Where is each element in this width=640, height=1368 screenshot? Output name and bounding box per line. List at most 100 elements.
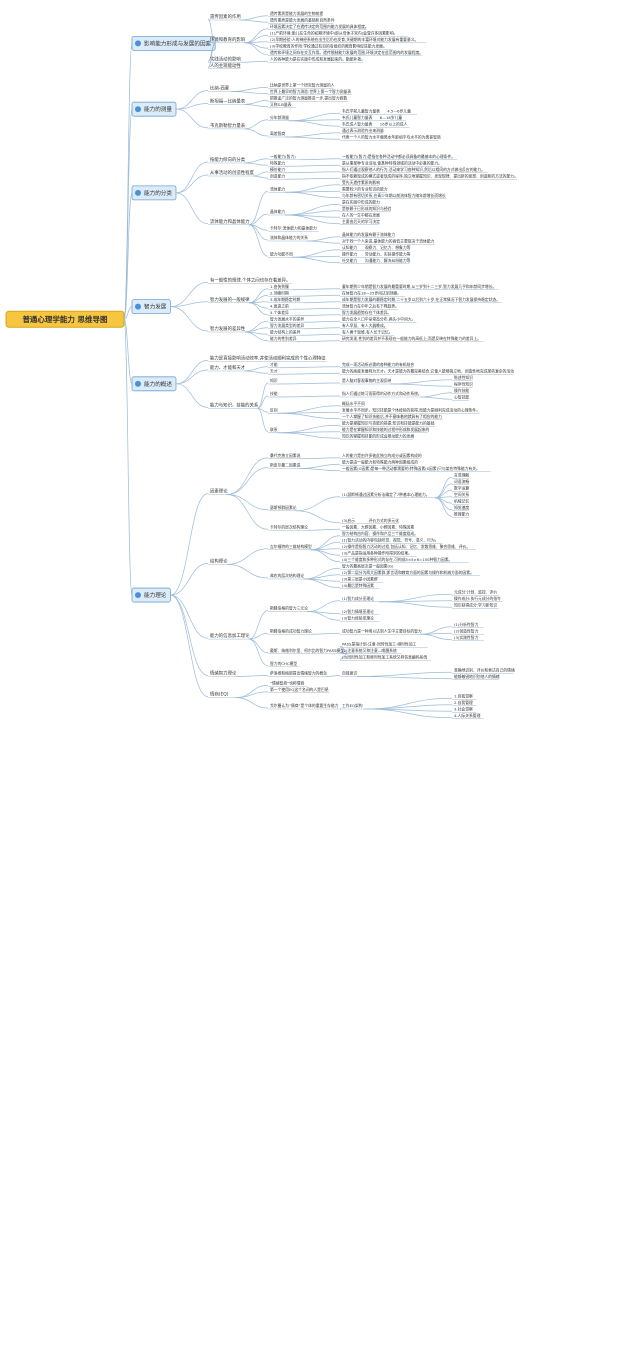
mind-map-node[interactable]: 卡特尔的层次结构理论: [268, 524, 308, 531]
mind-map-node[interactable]: 晶体能力的发展有赖于流体能力: [340, 232, 395, 239]
mind-map-node[interactable]: 情商(EQ): [208, 691, 236, 698]
mind-map-node[interactable]: 言语理解: [452, 472, 469, 479]
mind-map-node[interactable]: 特殊能力: [268, 160, 285, 167]
mind-map-node[interactable]: 遗传和环境之间存在交互作用。遗传限制能力发展的范围,环境决定在此范围内的发展程度…: [268, 50, 423, 57]
mind-map-node[interactable]: 受先天遗传素质的影响: [340, 180, 380, 187]
mind-map-node[interactable]: (2)智力情境亚理论: [340, 609, 380, 616]
mind-map-node[interactable]: (1)智力活动的内容包括听觉、视觉、符号、语义、行为。: [340, 537, 443, 544]
mind-map-node[interactable]: 成年期是智力发展的最稳定时期,二十五岁以后到六十岁,在正常情况下智力发展保持稳定…: [340, 297, 503, 304]
mind-map-node[interactable]: 需要较少的专业知识的能力: [340, 186, 388, 193]
mind-map-node[interactable]: 一个人掌握了知识技能后,并不意味着他就具有了相应的能力: [340, 414, 443, 421]
mind-map-node[interactable]: (1)智力成分亚理论: [340, 596, 380, 603]
mind-map-node[interactable]: 心智技能: [452, 394, 469, 401]
mind-map-node[interactable]: 能力结构上的差异: [268, 329, 301, 336]
mind-map-node[interactable]: (2)操作是指智力活动的过程,包括认知、记忆、发散思维、聚合思维、评价。: [340, 544, 477, 551]
mind-map-node[interactable]: 2.顶峰时期: [268, 290, 293, 297]
mind-map-node[interactable]: 才能: [268, 362, 278, 369]
mind-map-node[interactable]: 人的各种能力是在实践中形成和发展起来的。勤能补拙。: [268, 56, 365, 63]
mind-map-node[interactable]: 流体智力在中年之后有下降趋势。: [340, 303, 399, 310]
mind-map-node[interactable]: 能够敏锐地识别他人的情绪: [452, 674, 500, 681]
mind-map-node[interactable]: 社交能力沟通能力、解决纠纷能力等: [340, 258, 411, 265]
mind-map-node[interactable]: 完成一项活动所必需的各种能力的有机结合: [340, 362, 414, 369]
mind-map-node[interactable]: 操作成分:执行元成分的指令: [452, 596, 503, 603]
mind-map-node[interactable]: (4)三个维度和多种形式的存在,可构成5×5×6=150种智力因素。: [340, 557, 469, 564]
mind-map-node[interactable]: 戈尔曼认为“情商”是个体的重要生存能力: [268, 703, 341, 710]
mind-map-node[interactable]: 晶体能力: [268, 209, 285, 216]
mind-map-node[interactable]: 与年龄有密切关系,在青少年期以前流体智力随年龄增长而增长: [340, 193, 447, 200]
mind-map-node[interactable]: 词语流畅: [452, 479, 469, 486]
mind-map-node[interactable]: 人的能力是由许多彼此独立的成分或因素构成的: [340, 453, 422, 460]
mind-map-node[interactable]: 在人的一生中都在发展: [340, 212, 380, 219]
mind-map-node[interactable]: (2)第二层分为两大因素群,即言语和教育方面的因素与操作和机械方面的因素。: [340, 570, 480, 577]
branch-node[interactable]: 能力的分类: [131, 185, 177, 201]
mind-map-node[interactable]: 能力的高度发展称为天才。天才是能力的最完美结合,它使人能够独立地、创造性地完成某…: [340, 368, 514, 375]
mind-map-node[interactable]: 程序性知识: [452, 381, 473, 388]
mind-map-node[interactable]: 能力的性别差异: [268, 336, 297, 343]
mind-map-node[interactable]: 情绪智力理论: [208, 670, 237, 677]
mind-map-node[interactable]: (3)产品是指运用各种操作所得到的结果。: [340, 550, 417, 557]
root-node[interactable]: 普通心理学能力 思维导图: [5, 310, 125, 328]
mind-map-node[interactable]: 概括水平不同: [340, 401, 365, 408]
mind-map-node[interactable]: 能力是直接影响活动效率,并使活动顺利完成的个性心理特征: [208, 354, 327, 362]
mind-map-node[interactable]: 4.衰退之前: [268, 303, 293, 310]
mind-map-node[interactable]: 操作技能: [452, 388, 469, 395]
mind-map-node[interactable]: 一般能力(智力)是指在各种活动中都必须具备的最基本的心理条件。: [340, 154, 458, 161]
mind-map-node[interactable]: (2)早期经验:人的神经系统在出生后仍在发育,关键期的丰富环境对能力发展有重要意…: [268, 37, 427, 44]
mind-map-node[interactable]: 是人脑对客观事物的主观反映: [340, 378, 392, 385]
mind-map-node[interactable]: 童年期到少年期是智力发展的最重要时期,从三岁到十二三岁,智力发展几乎和年龄同步增…: [340, 284, 499, 291]
mind-map-node[interactable]: 发展水平不同步。知识技能是个体经验的获得,而能力是顺利完成活动的心理条件。: [340, 407, 480, 414]
mind-map-node[interactable]: 比纳是世界上第一个研究智力测量的人: [268, 82, 335, 89]
mind-map-node[interactable]: (4)最后是特殊因素: [340, 583, 380, 590]
mind-map-node[interactable]: 知觉速度: [452, 505, 469, 512]
mind-map-node[interactable]: 1.由快到慢: [268, 284, 293, 291]
mind-map-node[interactable]: 研究发现,性别的差异并不表现在一般能力的高低上,而是反映在特殊能力的差异上。: [340, 336, 484, 343]
mind-map-node[interactable]: 联系: [268, 427, 278, 434]
mind-map-node[interactable]: 遗传素质是能力发展的生物前提: [268, 11, 323, 18]
mind-map-node[interactable]: 遗传因素的作用: [208, 13, 241, 21]
mind-map-node[interactable]: 斯坦福—比纳量表: [208, 98, 246, 105]
branch-node[interactable]: 能力理论: [131, 587, 171, 603]
mind-map-node[interactable]: 卡特尔:流体能力和晶体能力: [268, 225, 319, 232]
mind-map-node[interactable]: 区别: [268, 407, 278, 414]
mind-map-node[interactable]: 能力的信息加工理论: [208, 632, 250, 640]
mind-map-node[interactable]: 通过表示测验作业来测量: [340, 128, 384, 135]
mind-map-node[interactable]: 环境和教育的影响: [208, 36, 246, 44]
mind-map-node[interactable]: 人的主观能动性: [208, 62, 241, 70]
mind-map-node[interactable]: 智力的最高层次是一般因素(G): [340, 563, 398, 570]
branch-node[interactable]: 能力的概述: [131, 376, 177, 392]
mind-map-node[interactable]: 一般因素(G因素)是每一种活动都需要的;特殊因素(S因素)只与某些特殊能力有关。: [340, 466, 491, 473]
mind-map-node[interactable]: 是依赖于已形成的知识与经验: [340, 206, 392, 213]
branch-node[interactable]: 影响能力形成与发展的因素: [131, 35, 216, 51]
mind-map-node[interactable]: 准确地识别、评价和表达自己的情绪: [452, 667, 515, 674]
mind-map-node[interactable]: 指人们通过观察他人的行为,活动来学习各种知识,然后以相同的方式做出反应的能力。: [340, 167, 488, 174]
mind-map-node[interactable]: (3)启示评价方式的多元化: [340, 518, 399, 525]
mind-map-node[interactable]: 瑟斯顿群因素论: [268, 505, 297, 512]
mind-map-node[interactable]: 空间关系: [452, 492, 469, 499]
mind-map-node[interactable]: 智力发展的一般规律: [208, 296, 250, 304]
mind-map-node[interactable]: 能力是掌握知识与技能的前提;知识和技能是能力的基础: [340, 420, 436, 427]
mind-map-node[interactable]: 陈述性知识: [452, 375, 473, 382]
mind-map-node[interactable]: 斯滕伯格的成功智力理论: [268, 628, 312, 635]
mind-map-node[interactable]: (2)注意系统又称注意—唤醒系统: [340, 648, 402, 655]
mind-map-node[interactable]: 结构理论: [208, 557, 228, 565]
mind-map-node[interactable]: 3.社会觉察: [452, 706, 477, 713]
mind-map-node[interactable]: (3)实践性智力: [452, 635, 484, 642]
mind-map-node[interactable]: 萨洛维和梅耶提出情绪智力的概念: [268, 671, 327, 677]
mind-map-node[interactable]: 数字运算: [452, 485, 469, 492]
mind-map-node[interactable]: 流体和晶体能力的关系: [268, 235, 308, 242]
mind-map-node[interactable]: 吉尔福特的三维结构模型: [268, 544, 312, 551]
mind-map-node[interactable]: 斯皮尔曼二因素说: [268, 463, 301, 469]
mind-map-node[interactable]: 代表一个人的智力水平偏离本年龄组平均水平的为离差智商: [340, 134, 441, 141]
mind-map-node[interactable]: 机械记忆: [452, 498, 469, 505]
mind-map-node[interactable]: (1)瑟斯顿通过因素分析法确定了7种基本心理能力。: [340, 492, 436, 499]
mind-map-node[interactable]: 模仿能力: [268, 167, 285, 174]
mind-map-node[interactable]: 环境因素决定了在遗传决定的范围内能力发展的具体程度。: [268, 24, 369, 31]
mind-map-node[interactable]: 实践活动的影响: [208, 55, 241, 63]
mind-map-node[interactable]: 元成分:计划、监控、评价: [452, 589, 499, 596]
mind-map-node[interactable]: 能力、才能和天才: [208, 364, 246, 372]
mind-map-node[interactable]: 智力发展的差异性: [208, 325, 246, 333]
mind-map-node[interactable]: 按能力倾向的分类: [208, 156, 246, 164]
mind-map-node[interactable]: 分年龄测量: [268, 115, 289, 122]
mind-map-node[interactable]: 比纳-西蒙: [208, 85, 232, 92]
